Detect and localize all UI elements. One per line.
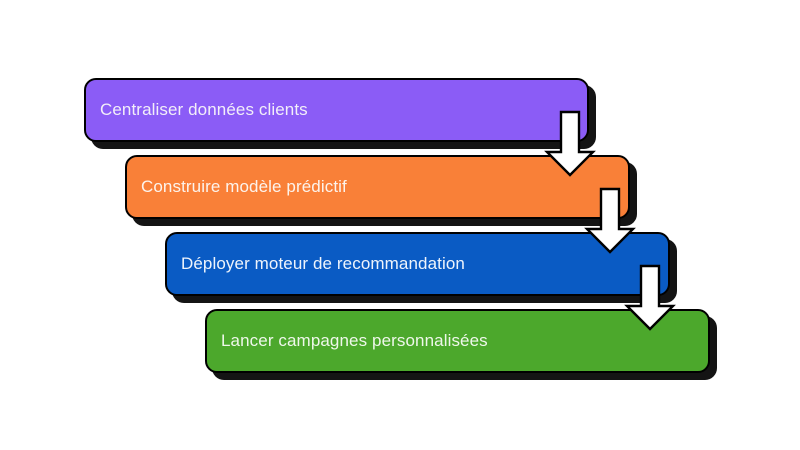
process-step-1-label: Centraliser données clients: [100, 99, 308, 119]
process-step-1[interactable]: Centraliser données clients: [84, 78, 589, 142]
process-step-2[interactable]: Construire modèle prédictif: [125, 155, 630, 219]
process-step-4-label: Lancer campagnes personnalisées: [221, 330, 488, 350]
process-step-3-label: Déployer moteur de recommandation: [181, 253, 465, 273]
process-step-4[interactable]: Lancer campagnes personnalisées: [205, 309, 710, 373]
process-step-2-label: Construire modèle prédictif: [141, 176, 347, 196]
process-step-3[interactable]: Déployer moteur de recommandation: [165, 232, 670, 296]
